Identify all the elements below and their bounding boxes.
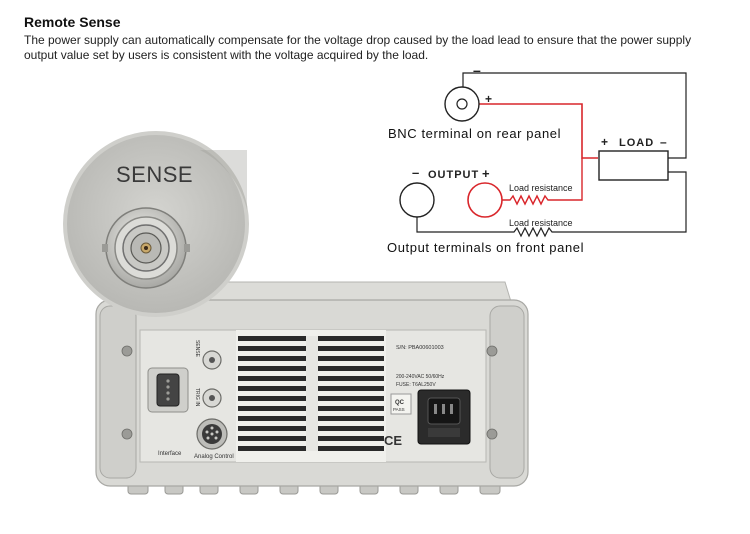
front-terminals-label: Output terminals on front panel — [387, 240, 584, 255]
section-description: The power supply can automatically compe… — [24, 33, 692, 62]
qc-sticker — [390, 393, 412, 415]
load-box — [598, 150, 669, 181]
load-resistance-label-1: Load resistance — [509, 183, 573, 193]
section-heading: Remote Sense — [24, 14, 121, 30]
load-plus-sign: + — [601, 135, 608, 149]
trig-in-label: TRIG IN — [194, 388, 200, 407]
right-handle — [489, 305, 525, 479]
sense-zoom-inset: SENSE — [63, 131, 249, 317]
fuse-label: FUSE: T6AL250V — [396, 382, 436, 388]
serial-number-label: S/N: PBA00601003 — [396, 345, 444, 351]
output-label: OUTPUT — [428, 169, 479, 181]
bnc-terminal-inner — [456, 98, 468, 110]
left-handle — [99, 305, 137, 479]
bnc-minus-sign: – — [473, 62, 481, 78]
interface-label: Interface — [158, 451, 182, 457]
rating-label: 200-240VAC 50/60Hz — [396, 374, 445, 380]
pass-label: PASS — [393, 407, 405, 412]
output-minus-terminal — [399, 182, 435, 218]
wiring-diagram: – + BNC terminal on rear panel + LOAD – … — [387, 62, 687, 255]
rear-panel-photo: Interface SENSE TRIG IN Analog Control S… — [95, 281, 529, 495]
load-plus-wire — [502, 158, 583, 206]
ce-mark: CE — [384, 433, 402, 448]
interface-port — [156, 373, 180, 407]
fan-grille — [236, 330, 386, 462]
analog-control-label: Analog Control — [194, 454, 234, 460]
load-label: LOAD — [619, 137, 654, 149]
output-plus-sign: + — [482, 166, 490, 181]
qc-label: QC — [395, 400, 405, 406]
rear-sense-label: SENSE — [194, 340, 200, 358]
handle-screws — [121, 345, 498, 440]
output-minus-sign: – — [412, 165, 419, 180]
zoom-sense-label: SENSE — [116, 162, 193, 187]
bnc-plus-sign: + — [485, 92, 492, 106]
sense-minus-wire — [462, 72, 687, 159]
output-plus-terminal — [467, 182, 503, 218]
load-resistance-label-2: Load resistance — [509, 218, 573, 228]
bnc-terminal-label: BNC terminal on rear panel — [388, 126, 561, 141]
sense-plus-wire — [478, 103, 598, 159]
load-minus-sign: – — [660, 135, 667, 149]
load-minus-wire — [416, 171, 687, 238]
